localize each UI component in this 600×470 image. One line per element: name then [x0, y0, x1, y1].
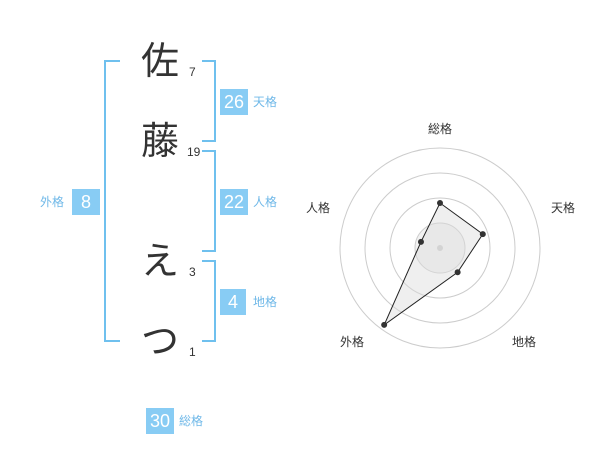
gaikaku-label: 外格: [40, 195, 65, 209]
stroke-count-4: 1: [189, 345, 196, 359]
radar-ring-3: [364, 172, 516, 324]
name-char-2: 藤: [140, 119, 179, 163]
gaikaku-value: 8: [72, 189, 100, 215]
radar-ring-2: [389, 197, 491, 299]
radar-axis-label-chikaku: 地格: [512, 334, 536, 349]
tenkaku-bracket: [202, 60, 216, 142]
radar-axis-label-jinkaku: 人格: [306, 200, 330, 215]
radar-axis-label-tenkaku: 天格: [551, 200, 575, 215]
radar-polygon: [382, 202, 484, 327]
radar-center: [437, 245, 443, 251]
radar-axis-label-gaikaku: 外格: [340, 334, 364, 349]
gaikaku-bracket: [104, 60, 120, 342]
soukaku-value: 30: [146, 408, 174, 434]
jinkaku-label: 人格: [253, 195, 278, 209]
name-char-4: つ: [140, 319, 179, 363]
jinkaku-value: 22: [220, 189, 248, 215]
soukaku-label: 総格: [179, 414, 204, 428]
radar-point-3: [381, 321, 388, 328]
chikaku-label: 地格: [253, 295, 278, 309]
radar-ring-4: [339, 147, 541, 349]
radar-axis-label-soukaku: 総格: [428, 121, 452, 136]
radar-point-0: [437, 200, 443, 206]
radar-point-1: [479, 231, 486, 238]
chikaku-value: 4: [220, 289, 246, 315]
radar-points: [381, 200, 486, 328]
jinkaku-bracket: [202, 150, 216, 252]
tenkaku-value: 26: [220, 89, 248, 115]
name-char-3: え: [140, 239, 179, 283]
stroke-count-1: 7: [189, 65, 196, 79]
radar-point-4: [417, 238, 424, 245]
tenkaku-label: 天格: [253, 95, 278, 109]
radar-rings: [339, 147, 541, 349]
chikaku-bracket: [202, 260, 216, 342]
name-char-1: 佐: [140, 39, 179, 83]
radar-point-2: [454, 269, 461, 276]
stroke-count-3: 3: [189, 265, 196, 279]
stroke-count-2: 19: [187, 145, 201, 159]
